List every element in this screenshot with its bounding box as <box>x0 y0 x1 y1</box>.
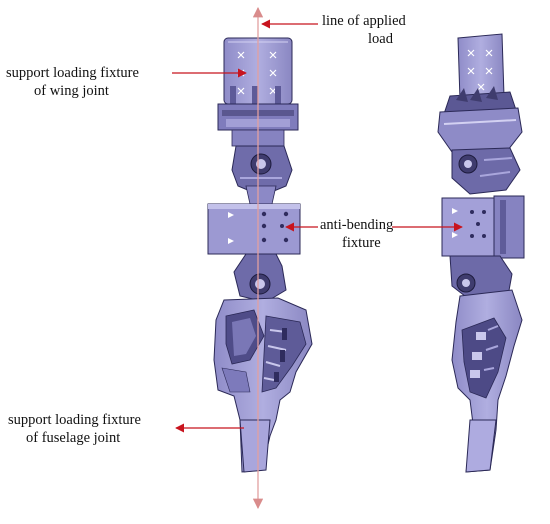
front-view-assembly <box>207 37 313 473</box>
anti-bending-fixture-front <box>207 203 301 255</box>
lower-lug-side <box>449 255 513 301</box>
wing-fixture-label-line-1: support loading fixture <box>6 65 139 81</box>
fuselage-fixture-label: support loading fixture of fuselage join… <box>8 411 141 447</box>
applied-load-label-line-1: line of applied <box>322 13 406 29</box>
wing-fixture-label-line-2: of wing joint <box>34 83 109 99</box>
fuselage-joint-front <box>213 297 313 473</box>
fuselage-fixture-label-line-2: of fuselage joint <box>26 430 121 446</box>
applied-load-label: line of applied load <box>322 12 406 48</box>
wing-joint-fixture-side <box>437 33 523 153</box>
anti-bending-label: anti-bending fixture <box>320 216 393 252</box>
wing-fixture-label: support loading fixture of wing joint <box>6 64 139 100</box>
fuselage-joint-side <box>451 289 523 473</box>
upper-lug-side <box>451 147 521 195</box>
fuselage-fixture-label-line-1: support loading fixture <box>8 412 141 428</box>
applied-load-label-line-2: load <box>368 31 393 47</box>
anti-bending-label-line-2: fixture <box>342 235 381 251</box>
anti-bending-label-line-1: anti-bending <box>320 217 394 233</box>
side-view-assembly <box>437 33 525 473</box>
lower-lug-front <box>233 253 287 303</box>
upper-lug-front <box>231 145 293 205</box>
